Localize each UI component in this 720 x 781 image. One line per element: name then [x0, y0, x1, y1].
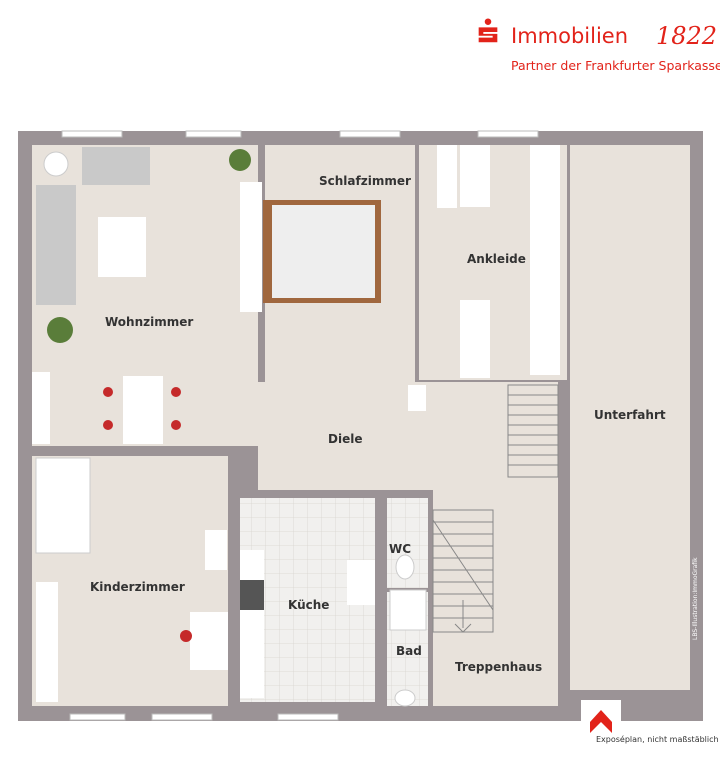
plant	[47, 317, 73, 343]
room-diele	[258, 382, 433, 490]
label-wohnzimmer: Wohnzimmer	[105, 315, 193, 329]
label-ankleide: Ankleide	[467, 252, 526, 266]
desk	[190, 612, 228, 670]
plant	[229, 149, 251, 171]
label-bad: Bad	[396, 644, 422, 658]
room-unterfahrt	[570, 145, 690, 690]
label-kueche: Küche	[288, 598, 329, 612]
label-unterfahrt: Unterfahrt	[594, 408, 666, 422]
room-treppenhaus	[433, 382, 558, 706]
sparkasse-s-icon	[478, 18, 498, 43]
sofa	[36, 185, 76, 305]
label-diele: Diele	[328, 432, 362, 446]
label-treppenhaus: Treppenhaus	[455, 660, 542, 674]
illustration-credit: LBS-Illustration:ImmoGrafik	[692, 557, 699, 640]
brand-year: 1822	[656, 22, 718, 50]
windows	[61, 130, 539, 721]
child-bed	[35, 457, 91, 554]
label-wc: WC	[389, 542, 411, 556]
armchair	[82, 147, 150, 185]
furniture	[32, 145, 560, 707]
caption: Exposéplan, nicht maßstäblich	[596, 735, 719, 744]
tagline: Partner der Frankfurter Sparkasse	[511, 58, 720, 73]
entrance-arrow-icon	[590, 710, 612, 733]
coffee-table	[98, 217, 146, 277]
label-schlafzimmer: Schlafzimmer	[319, 174, 411, 188]
label-kinderzimmer: Kinderzimmer	[90, 580, 185, 594]
stairs	[432, 384, 559, 633]
dining-table	[123, 376, 163, 444]
brand-name: Immobilien	[511, 24, 629, 48]
